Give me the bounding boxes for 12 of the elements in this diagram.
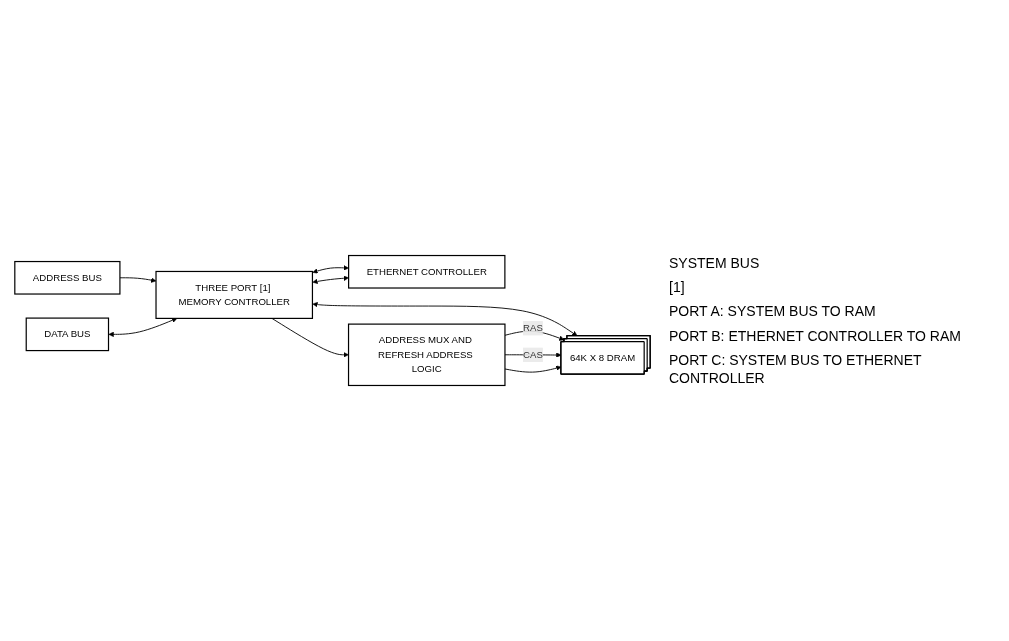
note-text: SYSTEM BUS	[669, 253, 761, 273]
note-text: PORT B: ETHERNET CONTROLLER TO RAM	[669, 326, 962, 345]
node-box: DATA BUS	[25, 317, 110, 352]
node-box: ETHERNET CONTROLLER	[348, 254, 506, 289]
node-box: ADDRESS BUS	[14, 260, 121, 295]
edge-label: RAS	[523, 322, 543, 334]
edge-label: CAS	[523, 349, 543, 360]
node-box: ADDRESS MUX AND REFRESH ADDRESS LOGIC	[347, 323, 506, 387]
note-text: [1]	[669, 278, 686, 297]
note-text: PORT A: SYSTEM BUS TO RAM	[669, 302, 877, 321]
note-text: PORT C: SYSTEM BUS TO ETHERNET CONTROLLER	[669, 350, 923, 388]
node-box: THREE PORT [1] MEMORY CONTROLLER	[155, 270, 314, 319]
